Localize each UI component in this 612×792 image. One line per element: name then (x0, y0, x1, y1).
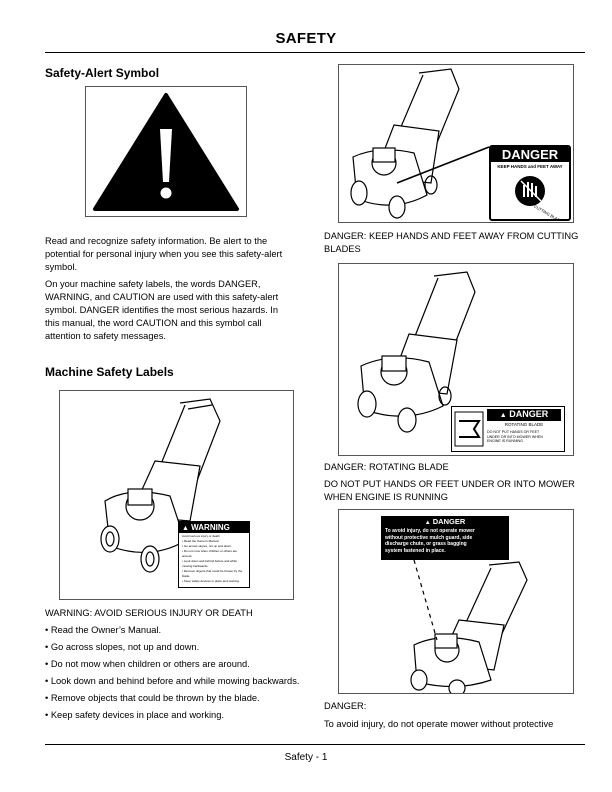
caption-2: DANGER: ROTATING BLADE DO NOT PUT HANDS … (324, 461, 579, 504)
alert-triangle-icon: ▲ (424, 520, 431, 526)
alert-triangle-icon: ▲ (499, 412, 507, 419)
warning-triangle-icon (93, 93, 239, 211)
alert-heading: Safety-Alert Symbol (45, 66, 160, 80)
alert-symbol-frame (85, 86, 247, 217)
decal-line: To avoid injury, do not operate mower (385, 528, 475, 534)
alert-paragraph: On your machine safety labels, the words… (45, 279, 279, 341)
alert-text: Read and recognize safety information. B… (45, 235, 295, 343)
lawn-mower-illustration (410, 559, 528, 697)
decal-line: system fastened in place. (385, 547, 446, 554)
decal-line: • Look down and behind before and while … (182, 559, 237, 568)
warning-list: WARNING: AVOID SERIOUS INJURY OR DEATH •… (45, 607, 300, 722)
warning-bullet: • Look down and behind before and while … (45, 676, 300, 686)
alert-symbol-figure (45, 82, 290, 221)
blade-hand-icon (454, 411, 484, 447)
decal-word: DANGER (509, 409, 549, 419)
warning-bullet: • Go across slopes, not up and down. (45, 642, 200, 652)
decal-line: Avoid serious injury or death (182, 534, 220, 538)
decal-line: discharge chute, or grass bagging (385, 541, 467, 547)
decal-word: DANGER (491, 147, 569, 162)
decal-sub: KEEP HANDS and FEET AWAY (497, 164, 563, 169)
warning-bullet: • Remove objects that could be thrown by… (45, 693, 260, 703)
alert-paragraph: Read and recognize safety information. B… (45, 236, 283, 272)
caption-1: DANGER: KEEP HANDS AND FEET AWAY FROM CU… (324, 231, 579, 254)
warning-label-figure: ▲ WARNING Avoid serious injury or death … (59, 390, 294, 600)
warning-bullet: • Do not mow when children or others are… (45, 659, 250, 669)
decal-line: • Do not mow when children or others are… (182, 549, 238, 558)
caption-3: DANGER: To avoid injury, do not operate … (324, 700, 584, 731)
decal-line: UNDER OR INTO MOWER WHEN (487, 434, 543, 439)
lawn-mower-illustration (357, 271, 476, 433)
warning-caption: WARNING: AVOID SERIOUS INJURY OR DEATH (45, 608, 253, 618)
labels-heading: Machine Safety Labels (45, 365, 174, 379)
decal-line: ENGINE IS RUNNING (487, 439, 523, 443)
caption-3b: To avoid injury, do not operate mower wi… (324, 719, 554, 729)
page-footer: Safety - 1 (284, 752, 328, 763)
decal-sub: ROTATING BLADE (504, 422, 544, 427)
danger-rotating-blade-figure: ▲ DANGER ROTATING BLADE DO NOT PUT HANDS… (338, 263, 574, 456)
danger-decal-3: ▲ DANGER To avoid injury, do not operate… (381, 516, 509, 560)
warning-bullet: • Read the Owner’s Manual. (45, 625, 162, 635)
decal-line: • Remove objects that could be thrown by… (182, 569, 243, 578)
decal-line: • Read the Owner's Manual. (182, 539, 220, 543)
danger-decal-1: DANGER KEEP HANDS and FEET AWAY CUTTING … (489, 145, 571, 221)
page-title: SAFETY (275, 30, 337, 47)
decal-line: • Keep safety devices in place and worki… (182, 579, 240, 583)
caption-2b: DO NOT PUT HANDS OR FEET UNDER OR INTO M… (324, 479, 575, 502)
lawn-mower-illustration (100, 398, 221, 573)
footer-rule (45, 744, 585, 745)
caption-3a: DANGER: (324, 701, 367, 711)
danger-decal-2: ▲ DANGER ROTATING BLADE DO NOT PUT HANDS… (451, 406, 565, 452)
danger-hands-feet-figure: DANGER KEEP HANDS and FEET AWAY CUTTING … (338, 64, 574, 223)
header-rule (45, 52, 585, 53)
decal-line: DO NOT PUT HANDS OR FEET (487, 430, 540, 434)
warning-decal-word: WARNING (191, 523, 230, 532)
danger-mulch-guard-figure: ▲ DANGER To avoid injury, do not operate… (338, 509, 574, 697)
caption-2a: DANGER: ROTATING BLADE (324, 462, 449, 472)
decal-line: • Go across slopes, not up and down. (182, 544, 232, 548)
lawn-mower-illustration (350, 68, 490, 219)
warning-bullet: • Keep safety devices in place and worki… (45, 710, 224, 720)
warning-decal: ▲ WARNING Avoid serious injury or death … (178, 521, 250, 588)
decal-word: DANGER (432, 517, 466, 526)
hand-blade-icon (515, 176, 545, 206)
decal-line: without protective mulch guard, side (385, 534, 473, 541)
alert-triangle-icon: ▲ (182, 525, 189, 532)
